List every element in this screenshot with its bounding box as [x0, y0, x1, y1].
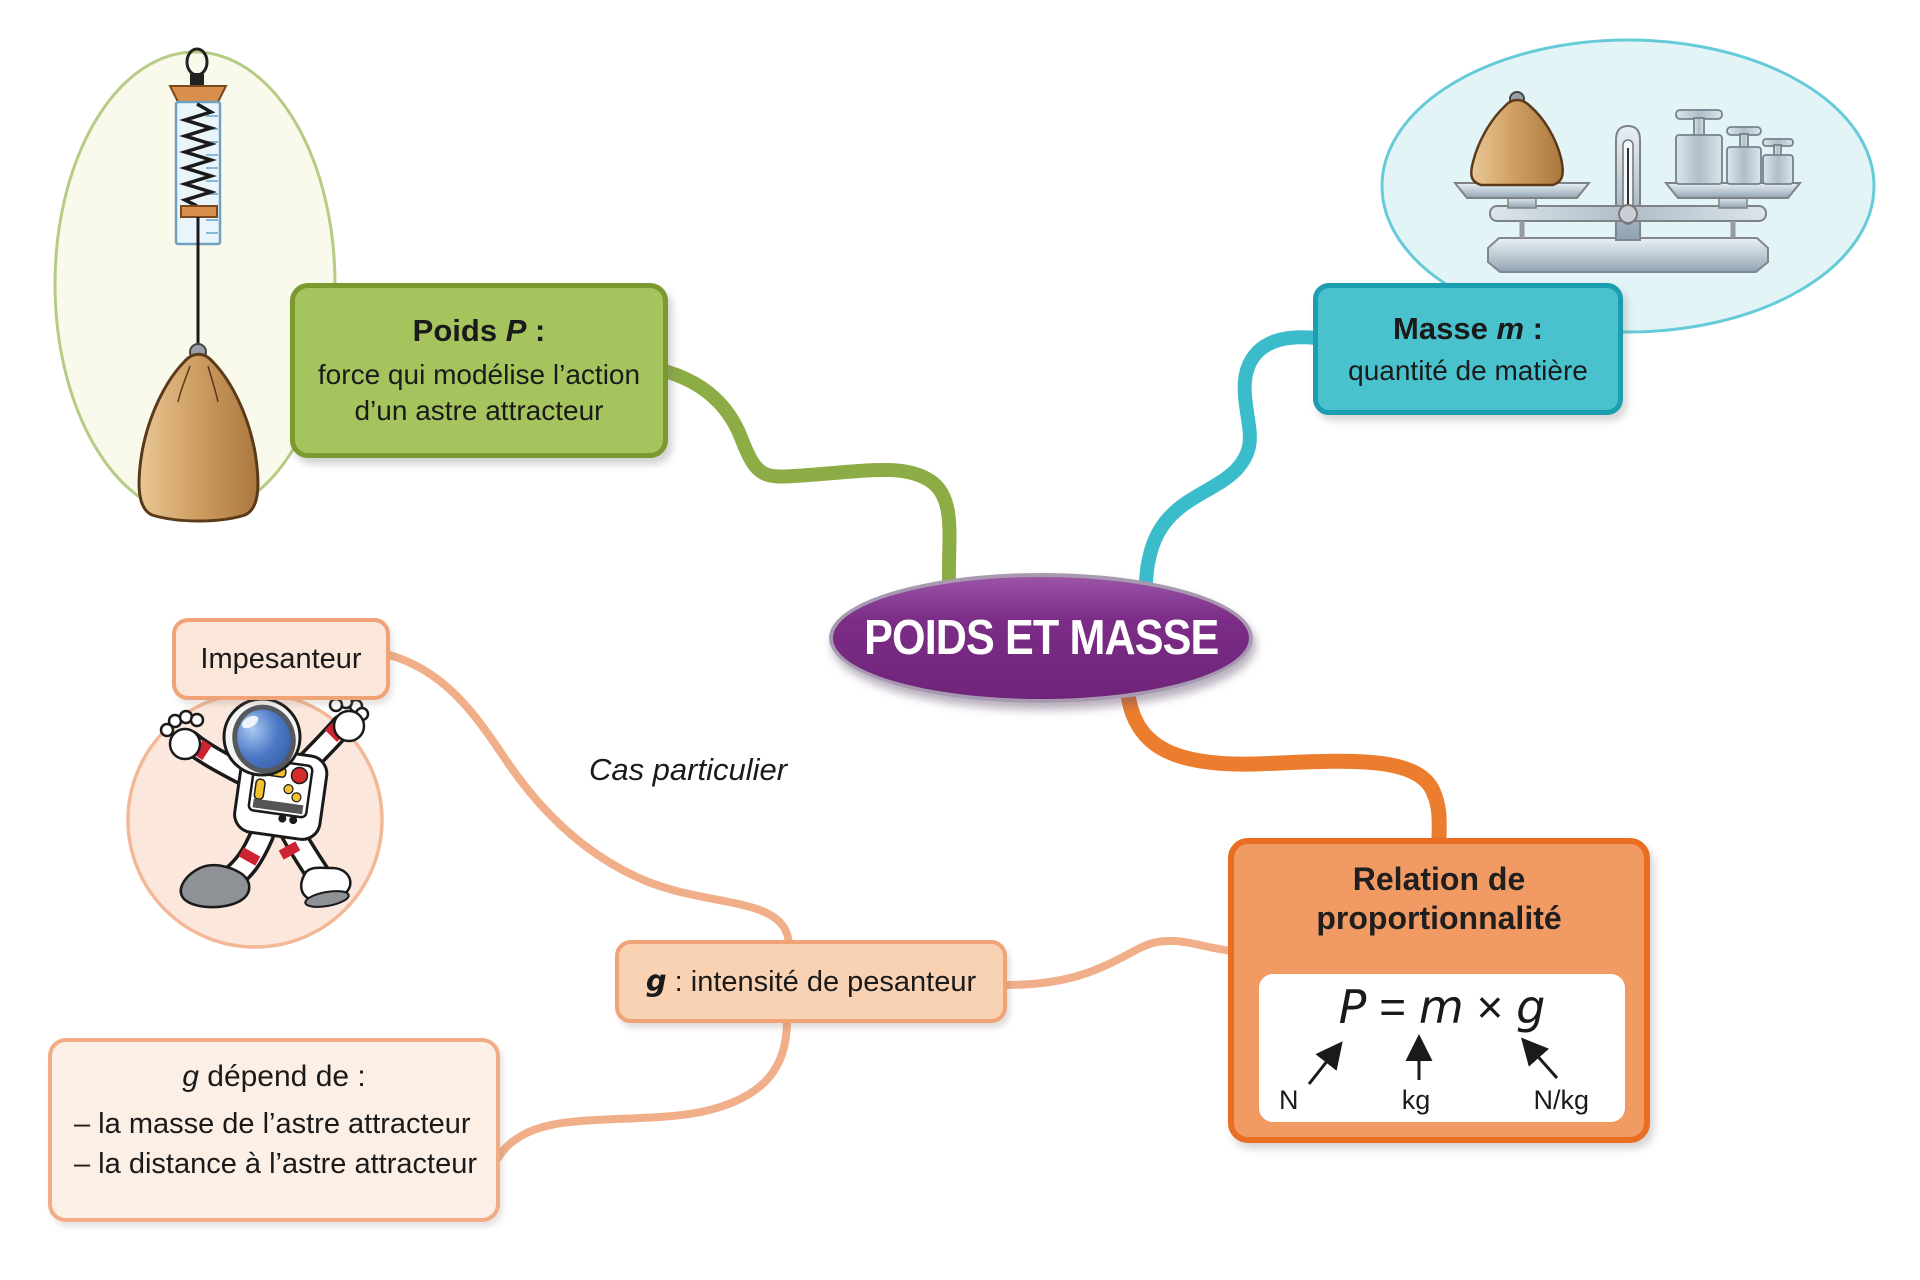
relation-title: Relation de proportionnalité [1316, 861, 1562, 937]
unit-newton: N [1279, 1085, 1299, 1115]
right-glove [328, 694, 370, 743]
formula-panel: P = m × g N kg N/kg [1259, 974, 1625, 1122]
impesanteur-label: Impesanteur [200, 642, 362, 675]
poids-title: Poids P : [412, 313, 546, 349]
impesanteur-node: Impesanteur [172, 618, 390, 700]
g-node: g : intensité de pesanteur [615, 940, 1007, 1023]
unit-newton-per-kg: N/kg [1533, 1085, 1589, 1115]
formula: P = m × g [1338, 980, 1546, 1034]
cas-particulier-label: Cas particulier [588, 752, 788, 787]
connector-g-relation [1001, 936, 1236, 989]
connector-masse [1139, 330, 1323, 589]
balance-scale-illustration [1452, 91, 1803, 273]
central-topic-title: POIDS ET MASSE [863, 611, 1219, 665]
masse-title: Masse m : [1393, 310, 1543, 346]
masse-node: Masse m : quantité de matière [1313, 283, 1623, 415]
connector-impesanteur-g [382, 650, 793, 948]
g-depend-node: g dépend de : – la masse de l’astre attr… [48, 1038, 500, 1222]
unit-kilogram: kg [1401, 1085, 1431, 1115]
poids-line1: force qui modélise l’action [317, 358, 641, 390]
astronaut-illustration [159, 694, 370, 909]
poids-node: Poids P : force qui modélise l’action d’… [290, 283, 668, 458]
connector-poids [661, 365, 957, 587]
masse-line1: quantité de matière [1348, 354, 1588, 386]
units-row: N kg N/kg [1259, 1085, 1625, 1116]
connector-relation [1120, 687, 1447, 850]
unit-arrows [1307, 1034, 1559, 1085]
depend-items: – la masse de l’astre attracteur – la di… [52, 1104, 477, 1184]
g-label: g : intensité de pesanteur [645, 964, 977, 998]
depend-item-2: – la distance à l’astre attracteur [74, 1148, 477, 1181]
depend-item-1: – la masse de l’astre attracteur [74, 1108, 471, 1140]
depend-title: g dépend de : [182, 1060, 366, 1093]
relation-node: Relation de proportionnalité P = m × g N… [1228, 838, 1650, 1143]
poids-line2: d’un astre attracteur [354, 395, 604, 427]
connector-g-depend [494, 1017, 791, 1162]
central-topic: POIDS ET MASSE [829, 573, 1253, 703]
dynamometer-illustration [137, 47, 260, 523]
left-glove [159, 709, 205, 761]
